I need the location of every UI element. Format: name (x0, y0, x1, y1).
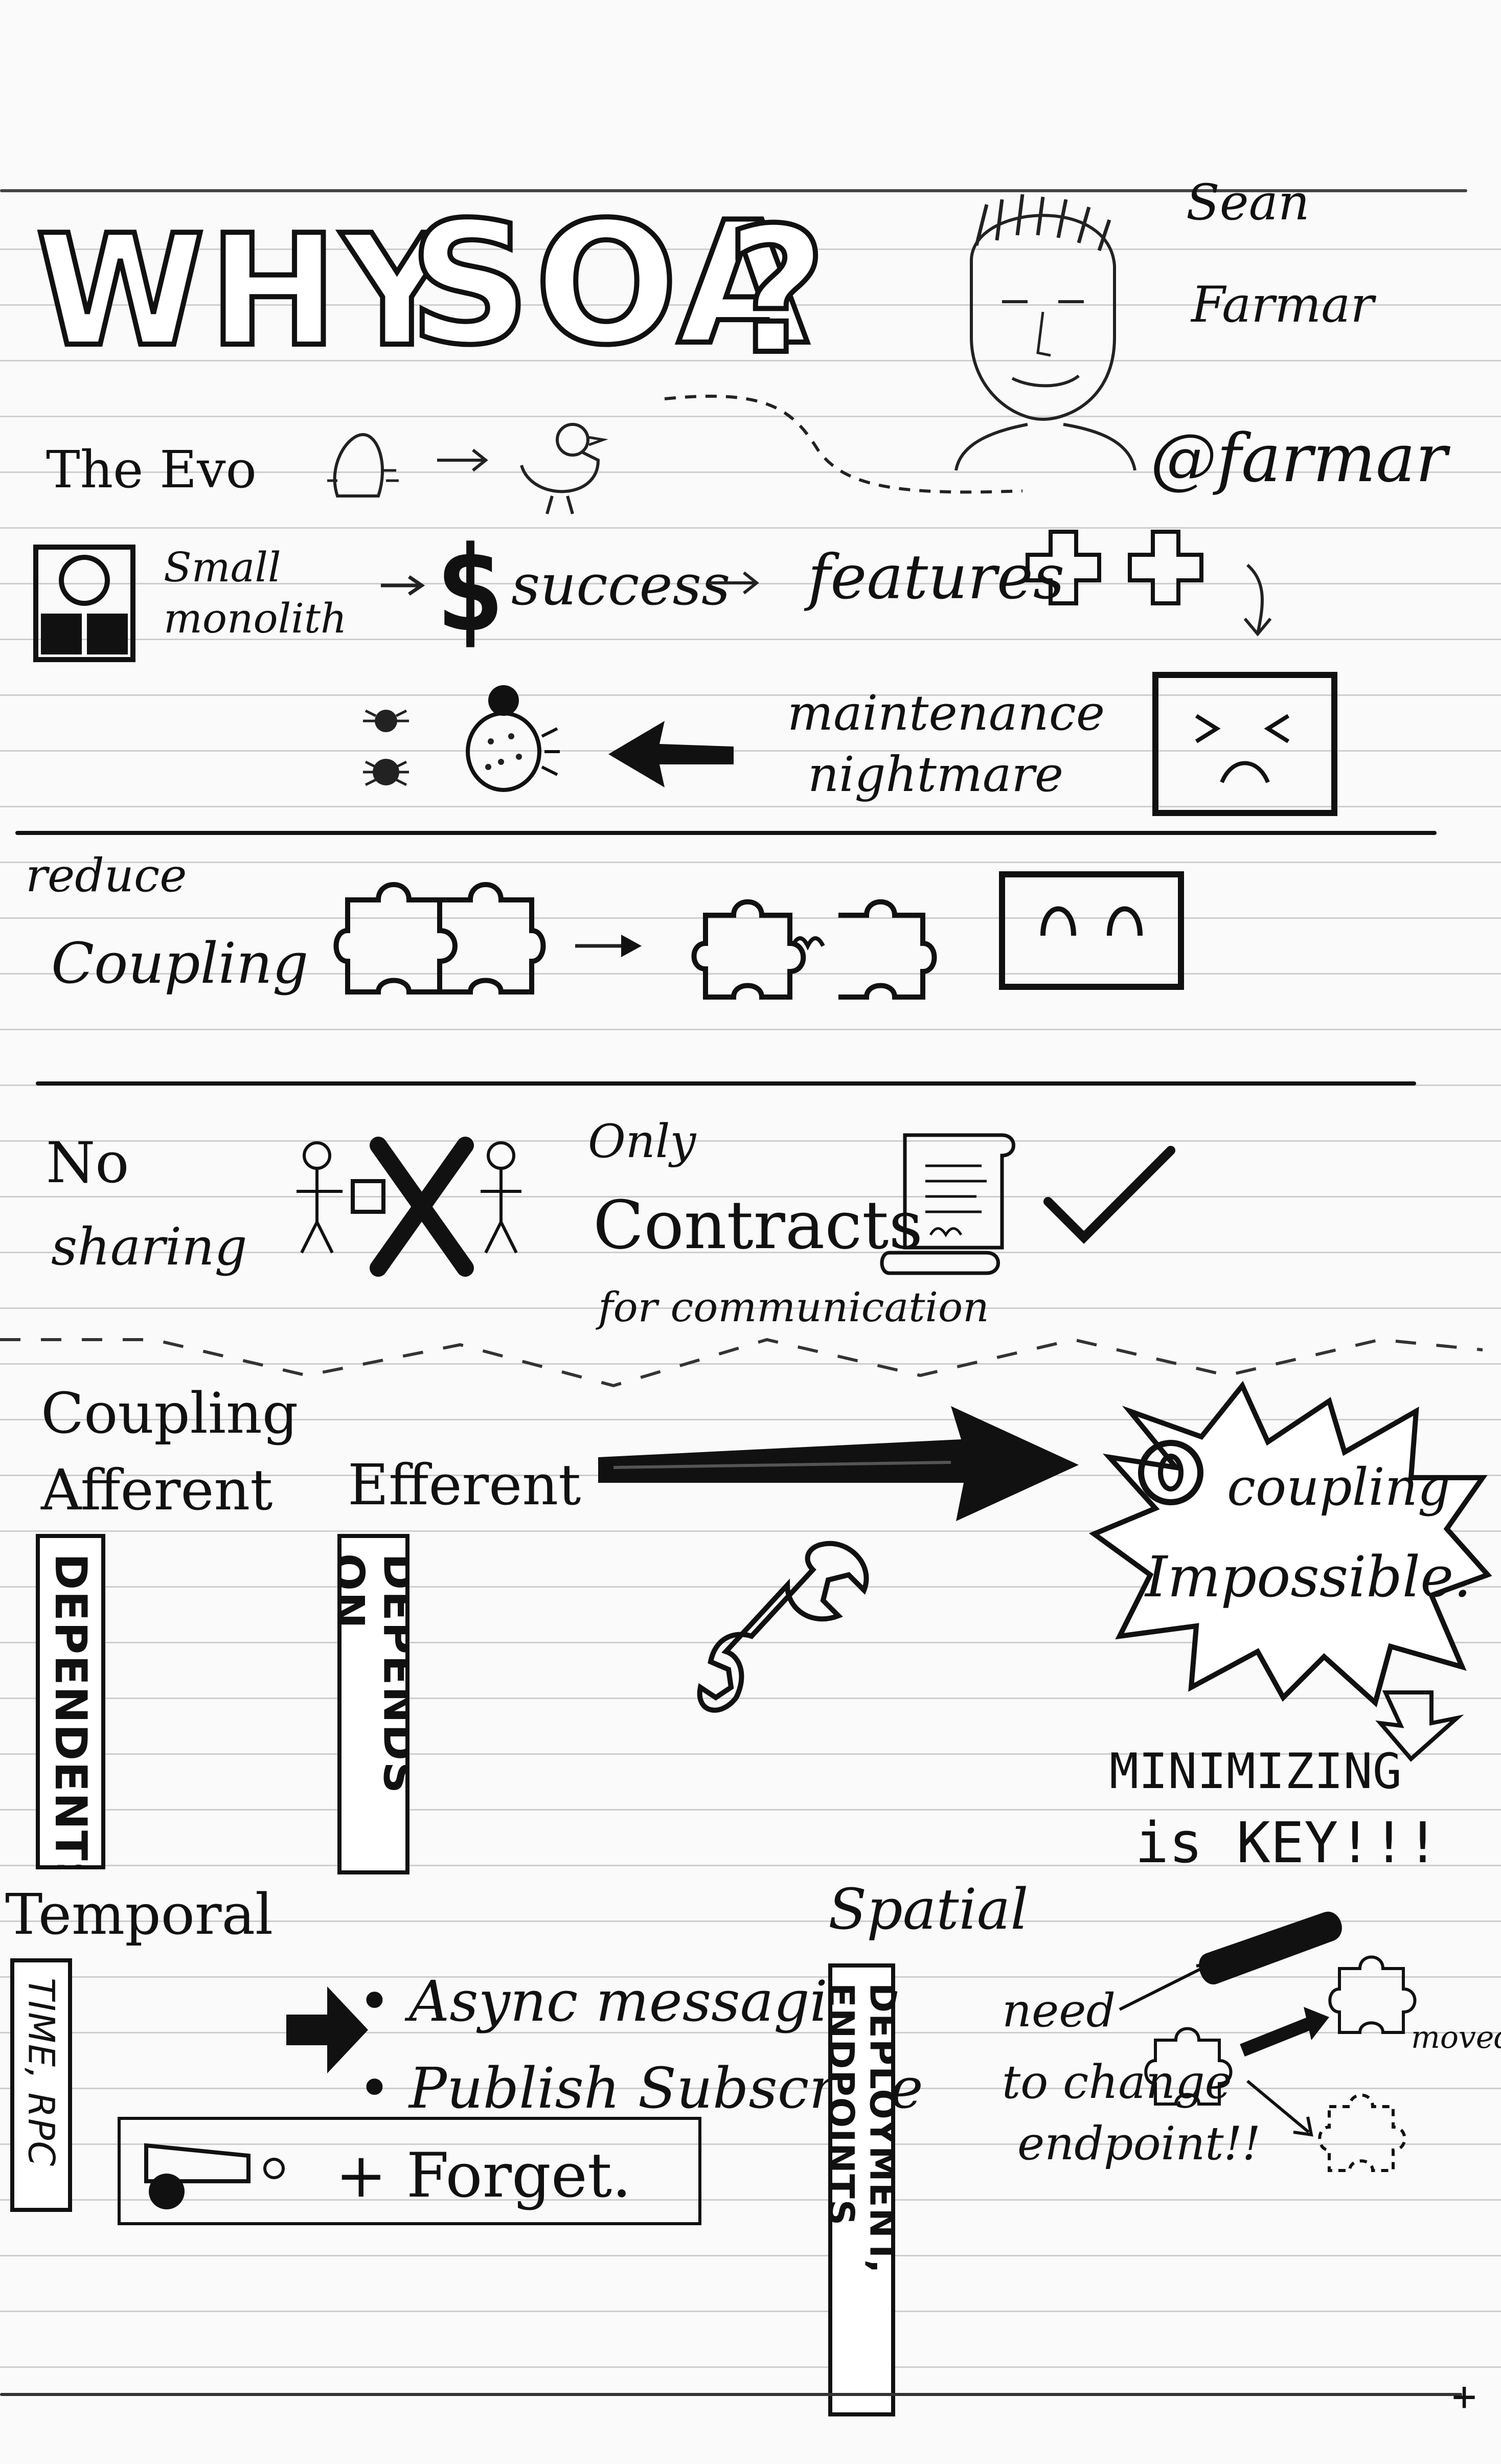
dependents-text: DEPENDENTS (45, 1553, 96, 1869)
contracts-label: Contracts (593, 1186, 923, 1264)
no-label: No (46, 1130, 129, 1195)
success-label: success (511, 552, 731, 618)
spatial-heading: Spatial (828, 1877, 1029, 1942)
author-first-name: Sean (1186, 174, 1310, 231)
target-icon (1138, 1440, 1203, 1505)
reduce-label: reduce (26, 849, 187, 902)
minimizing-label: MINIMIZING (1109, 1744, 1402, 1800)
for-communication-label: for communication (598, 1283, 989, 1331)
depends-on-text: DEPENDS ON (337, 1553, 410, 1795)
author-handle: @farmar (1150, 419, 1447, 497)
no-sharing-icon (297, 1137, 521, 1277)
temporal-heading: Temporal (5, 1882, 274, 1947)
features-label: features (808, 542, 1065, 613)
big-bug-icon (466, 685, 560, 792)
top-rule (0, 189, 1467, 192)
burst-impossible-label: Impossible. (1145, 1544, 1472, 1610)
arrow-right-icon (286, 1986, 368, 2073)
efferent-label: Efferent (348, 1452, 581, 1518)
async-messaging-text: Async messaging (408, 1969, 900, 2034)
nightmare-label: nightmare (808, 747, 1064, 803)
forget-label: + Forget. (335, 2140, 632, 2211)
title-soa: SOA (406, 186, 812, 382)
need-label: need (1002, 1984, 1116, 2038)
fire-and-forget-box: + Forget. (118, 2117, 701, 2225)
plus-icon (1026, 530, 1101, 605)
dashed-zigzag-divider (0, 1338, 1483, 1388)
sharing-label: sharing (51, 1217, 247, 1277)
checkmark-icon (1043, 1146, 1175, 1244)
coupling-label: Coupling (51, 931, 309, 996)
bottom-rule (0, 2393, 1462, 2396)
arrow-left-icon (608, 721, 734, 787)
dashed-flow-curve (664, 394, 1023, 494)
title-question-mark: ? (723, 190, 831, 393)
to-change-label: to change (1002, 2055, 1232, 2109)
arrow-right-icon (575, 935, 642, 957)
evo-label: The Evo (46, 440, 257, 500)
monolith-icon (33, 545, 135, 662)
arrow-right-icon (708, 571, 759, 595)
afferent-label: Afferent (41, 1457, 273, 1523)
small-bug-icon (363, 709, 409, 786)
moved-label: moved (1411, 2020, 1501, 2055)
only-label: Only (588, 1115, 696, 1168)
egg-icon (327, 433, 399, 498)
cannon-icon (144, 2143, 285, 2209)
arrow-down-icon (1375, 1690, 1464, 1762)
separated-puzzle-icon (691, 899, 937, 1000)
small-monolith-label: Small monolith (164, 544, 347, 642)
sad-face-icon (1152, 672, 1337, 816)
section-divider (15, 831, 1437, 835)
endpoint-label: endpoint!! (1017, 2117, 1261, 2171)
is-key-label: is KEY!!! (1135, 1810, 1440, 1875)
arrow-right-icon (381, 575, 425, 596)
notebook-ruling (0, 194, 1501, 2383)
author-last-name: Farmar (1191, 276, 1374, 333)
async-messaging-bullet: • Async messaging (358, 1969, 900, 2034)
arrow-down-icon (1243, 563, 1272, 637)
wrench-icon (697, 1541, 869, 1713)
deployment-endpoints-banner: DEPLOYMENT, ENDPOINTS (828, 1963, 895, 2416)
moving-endpoint-diagram (1119, 1911, 1417, 2172)
chick-icon (520, 423, 608, 514)
depends-on-banner: DEPENDS ON (337, 1534, 410, 1874)
burst-coupling-label: coupling (1227, 1457, 1451, 1517)
joined-puzzle-icon (333, 882, 546, 994)
dollar-icon: $ (435, 522, 506, 658)
dependents-banner: DEPENDENTS (36, 1534, 105, 1869)
maintenance-label: maintenance (787, 685, 1105, 741)
coupling-heading: Coupling (41, 1381, 299, 1446)
plus-icon (1128, 530, 1203, 605)
corner-plus-icon: + (1452, 2372, 1477, 2420)
time-rpc-text: TIME, RPC (20, 1978, 62, 2167)
big-arrow-right-icon (598, 1406, 1079, 1521)
arrow-right-icon (437, 448, 488, 472)
section-divider (36, 1081, 1416, 1086)
time-rpc-banner: TIME, RPC (10, 1958, 72, 2212)
deployment-endpoints-text: DEPLOYMENT, ENDPOINTS (828, 1983, 895, 2274)
scroll-contract-icon (880, 1133, 1015, 1275)
author-portrait-icon (954, 194, 1136, 471)
happy-face-icon (999, 871, 1184, 990)
explosion-burst-icon (1088, 1381, 1492, 1708)
title-why: WHY (33, 202, 457, 380)
